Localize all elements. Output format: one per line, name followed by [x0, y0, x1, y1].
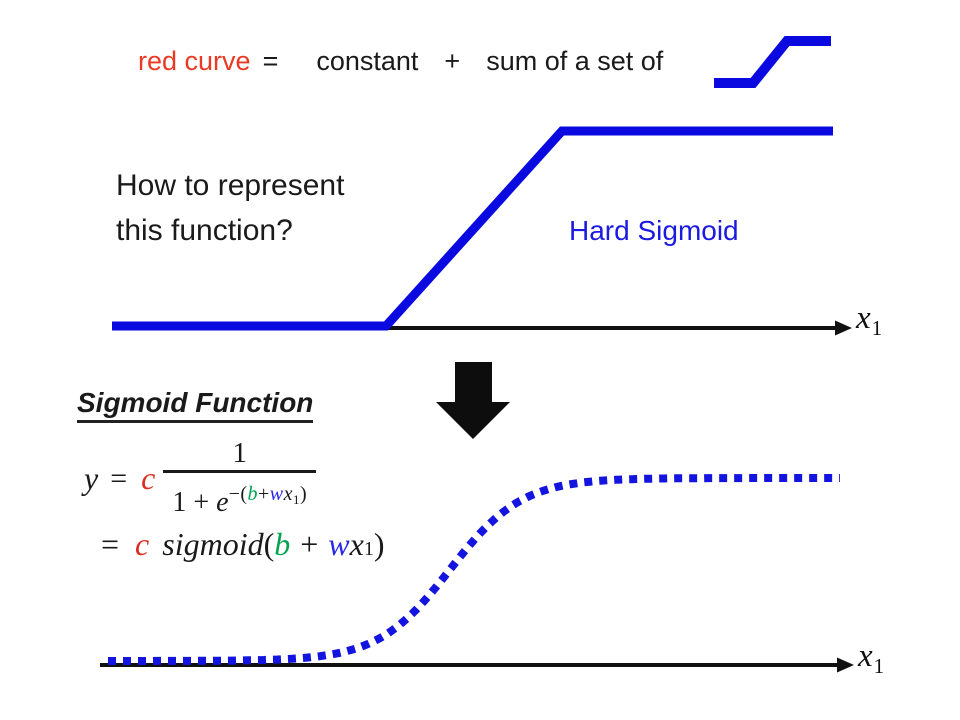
- sigmoid-equation-line1: y = c 1 1+e−(b+wx1): [84, 436, 317, 521]
- eq1-b: b: [247, 483, 259, 505]
- eq1-denominator: 1+e−(b+wx1): [163, 470, 317, 521]
- eq2-x: x: [349, 526, 364, 562]
- eq1-numerator: 1: [232, 437, 248, 469]
- header-equation: red curve = constant + sum of a set of: [138, 46, 663, 77]
- eq1-c: c: [141, 460, 156, 496]
- sigmoid-equation-line2: = c sigmoid ( b + w x 1 ): [101, 526, 385, 562]
- sigmoid-section-title: Sigmoid Function: [77, 387, 314, 423]
- x-axis-label-bottom: x1: [858, 638, 885, 678]
- eq2-equals: =: [101, 526, 120, 562]
- question-line2: this function?: [116, 214, 293, 247]
- eq2-w: w: [328, 526, 350, 562]
- red-curve-term: red curve: [138, 46, 251, 76]
- hard-sigmoid-label: Hard Sigmoid: [569, 215, 739, 246]
- sigmoid-axis-arrowhead: [837, 657, 854, 673]
- constant-term: constant: [316, 46, 419, 76]
- sigmoid-curve: [108, 474, 840, 665]
- eq1-x: x: [283, 483, 294, 505]
- question-text: How to represent this function?: [116, 163, 344, 253]
- hard-sigmoid-curve: [112, 126, 833, 331]
- eq1-y: y: [84, 460, 99, 496]
- x-axis-label-top: x1: [856, 300, 883, 340]
- eq1-equals: =: [110, 461, 128, 495]
- eq2-b: b: [274, 526, 291, 562]
- eq1-fraction: 1 1+e−(b+wx1): [163, 436, 317, 521]
- sum-term: sum of a set of: [486, 46, 664, 76]
- eq2-sigmoid: sigmoid: [162, 526, 264, 562]
- down-arrow-icon: [436, 362, 510, 439]
- question-line1: How to represent: [116, 169, 345, 202]
- eq2-c: c: [135, 526, 150, 562]
- equals-sign: =: [262, 46, 279, 76]
- hard-sigmoid-mini-icon: [714, 36, 831, 88]
- hard-sigmoid-axis-arrowhead: [835, 320, 852, 336]
- plus-sign: +: [444, 46, 461, 76]
- eq1-exponent: −(b+wx1): [228, 483, 308, 507]
- eq1-e: e: [216, 487, 229, 518]
- eq1-w: w: [269, 483, 284, 505]
